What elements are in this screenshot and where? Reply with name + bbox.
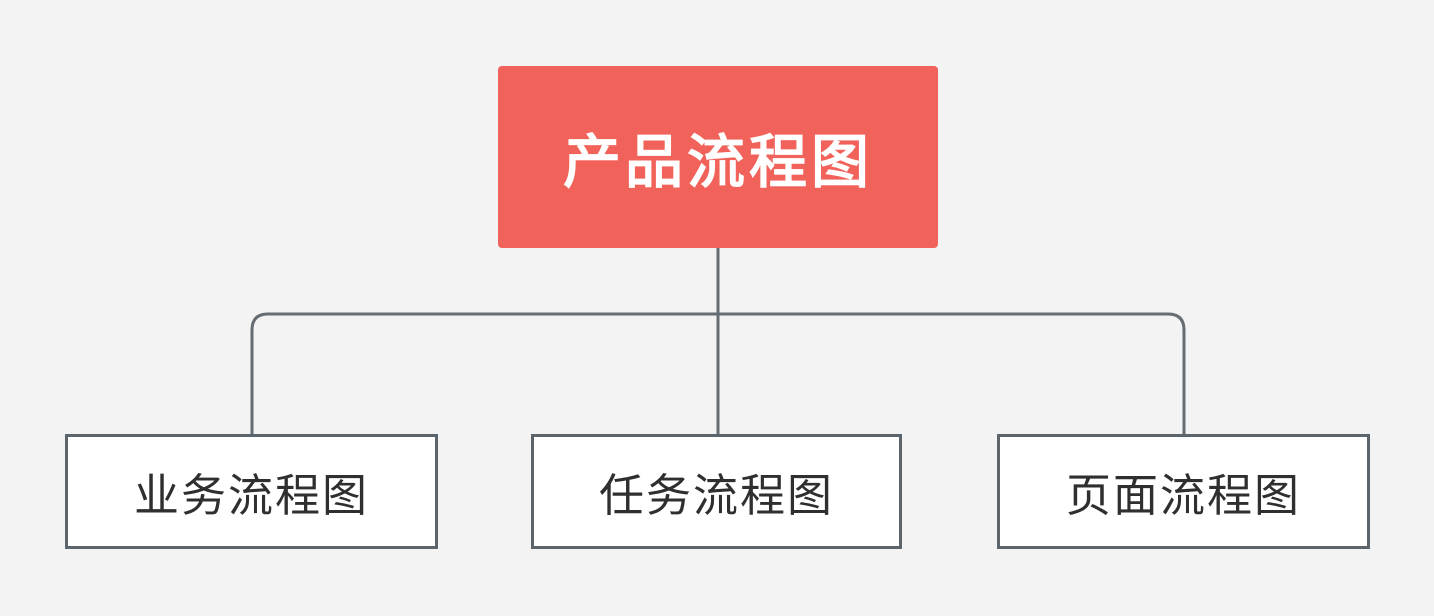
connector-branch-rail	[250, 312, 1186, 434]
node-product-flowchart-label: 产品流程图	[562, 128, 873, 196]
node-product-flowchart[interactable]: 产品流程图	[498, 66, 938, 248]
node-task-flowchart-label: 任务流程图	[598, 469, 834, 522]
node-business-flowchart-label: 业务流程图	[133, 469, 369, 522]
node-business-flowchart[interactable]: 业务流程图	[65, 434, 438, 549]
node-task-flowchart[interactable]: 任务流程图	[531, 434, 902, 549]
node-page-flowchart[interactable]: 页面流程图	[997, 434, 1370, 549]
node-page-flowchart-label: 页面流程图	[1065, 469, 1301, 522]
